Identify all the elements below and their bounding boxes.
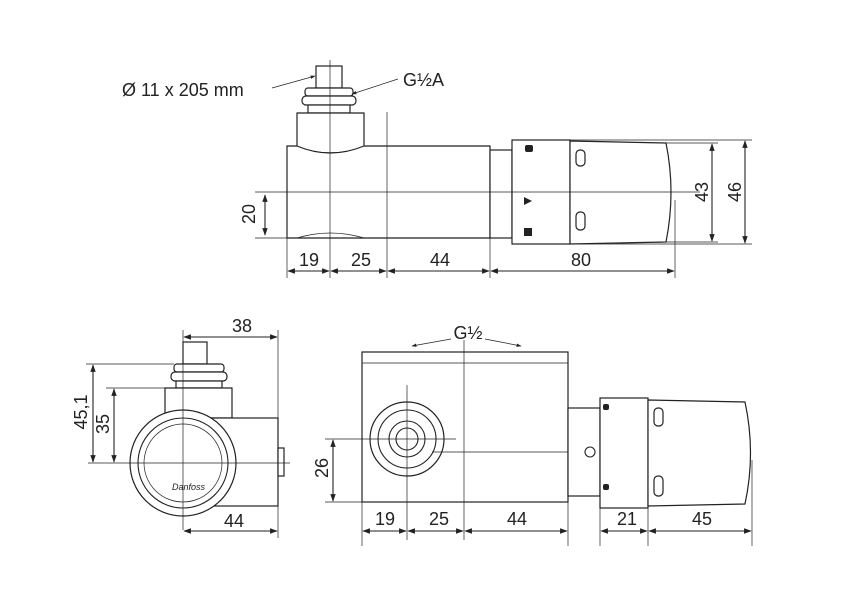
- dim-35-label: 35: [93, 414, 113, 434]
- dim-26-label: 26: [312, 458, 332, 478]
- dim-25-front-label: 25: [429, 509, 449, 529]
- thread-label-front: G½: [453, 323, 482, 343]
- svg-text:Danfoss: Danfoss: [172, 482, 206, 492]
- head-collar: [489, 149, 513, 239]
- front-head-ring: [599, 397, 649, 509]
- dim-44-side-label: 44: [224, 511, 244, 531]
- dim-21-label: 21: [617, 509, 637, 529]
- valve-nut: [304, 87, 354, 97]
- side-stem: [182, 341, 208, 365]
- spec-diameter-label: Ø 11 x 205 mm: [122, 80, 244, 100]
- dim-45-label: 45: [692, 509, 712, 529]
- side-view: Danfoss 38 45,1 35 44: [71, 316, 290, 538]
- dim-19-label: 19: [299, 250, 319, 270]
- thread-label-top: G½A: [403, 70, 444, 90]
- valve-boss: [296, 112, 365, 154]
- dim-44-label: 44: [430, 250, 450, 270]
- dim-19-front-label: 19: [375, 509, 395, 529]
- valve-stem: [315, 65, 343, 89]
- dim-38-label: 38: [232, 316, 252, 336]
- dim-20-label: 20: [239, 204, 259, 224]
- front-head-knob: [647, 399, 752, 507]
- dim-43-label: 43: [692, 182, 712, 202]
- dim-44-front-label: 44: [507, 509, 527, 529]
- top-view: Ø 11 x 205 mm G½A 20 19 25 44 80 43 46: [122, 60, 752, 278]
- dim-46-label: 46: [725, 182, 745, 202]
- dim-25-label: 25: [351, 250, 371, 270]
- dim-45-1-label: 45,1: [71, 394, 91, 429]
- dim-80-label: 80: [571, 250, 591, 270]
- front-view: G½ 26 19 25 44 21 45: [312, 323, 753, 546]
